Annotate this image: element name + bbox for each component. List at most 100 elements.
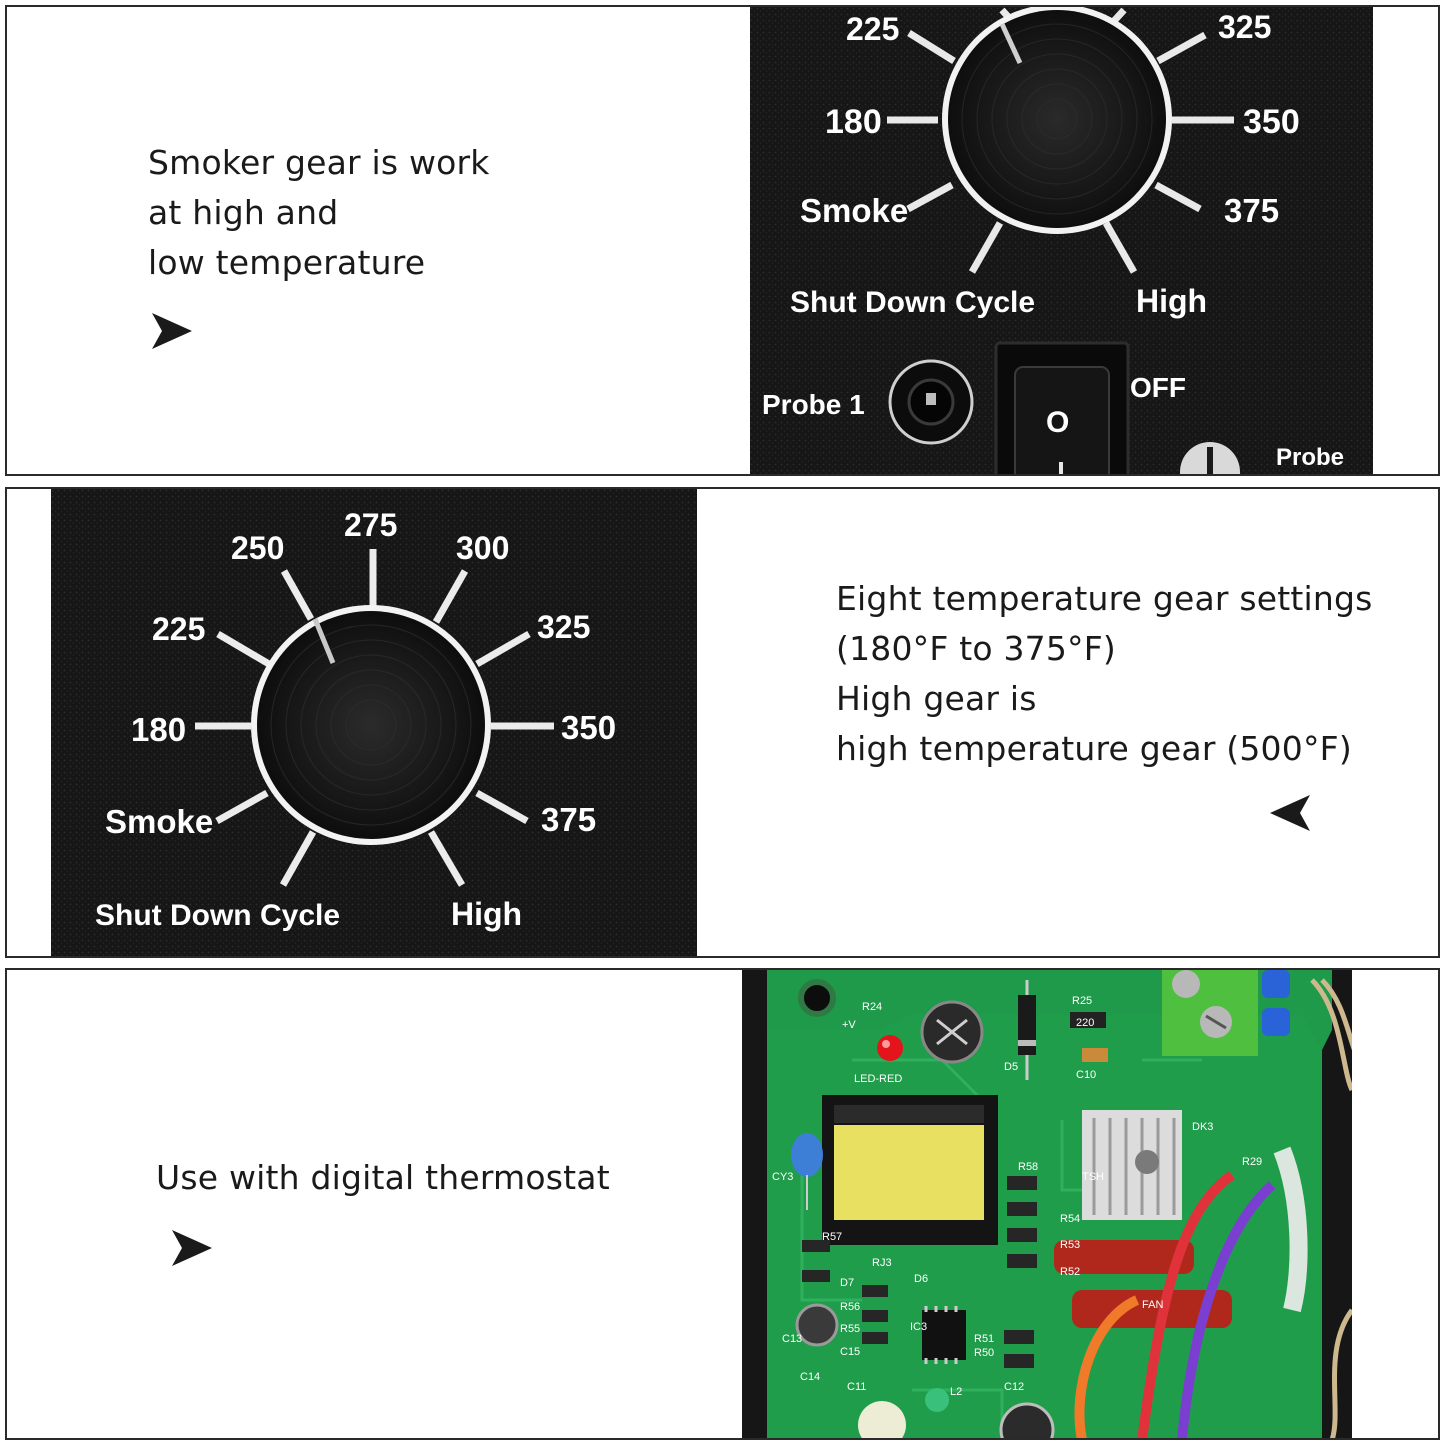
dial-pointer (999, 22, 1023, 65)
caption-gear-settings: Eight temperature gear settings (180°F t… (836, 574, 1373, 774)
caption-line: low temperature (148, 243, 426, 282)
caption-line: High gear is (836, 679, 1037, 718)
pcb-label: R25 (1072, 995, 1092, 1007)
dial-pointer (312, 618, 336, 664)
film-capacitor (1054, 1240, 1194, 1274)
capacitor (795, 1303, 839, 1347)
blue-y-capacitor (791, 1133, 823, 1177)
pcb-label: R56 (840, 1301, 860, 1313)
pcb-label: C11 (847, 1381, 866, 1393)
caption-line: Eight temperature gear settings (836, 579, 1373, 618)
controller-panel-photo-dial: 250 275 300 225 325 180 350 Smoke 375 Sh… (51, 489, 697, 956)
heat-sink (1082, 1110, 1182, 1220)
dial-label-180: 180 (825, 103, 882, 141)
dial-label-smoke: Smoke (800, 192, 908, 229)
caption-line: Smoker gear is work (148, 143, 490, 182)
caption-line: (180°F to 375°F) (836, 629, 1116, 668)
power-rocker-switch[interactable] (1014, 366, 1110, 476)
dial-tick-marks (887, 7, 1234, 274)
caption-digital-thermostat: Use with digital thermostat (156, 1153, 610, 1203)
pcb-label: R51 (974, 1333, 994, 1345)
caption-line: at high and (148, 193, 339, 232)
pcb-label: R53 (1060, 1239, 1080, 1251)
panel-gear-settings: 250 275 300 225 325 180 350 Smoke 375 Sh… (5, 487, 1440, 958)
pcb-label: LED-RED (854, 1073, 902, 1085)
left-arrowhead-icon (1270, 795, 1310, 831)
pcb-label: L2 (950, 1386, 962, 1398)
pcb-label: D5 (1004, 1061, 1018, 1073)
pcb-label: D7 (840, 1277, 854, 1289)
caption-smoker-gear: Smoker gear is work at high and low temp… (148, 138, 490, 288)
pcb-label: D6 (914, 1273, 928, 1285)
dial-label-shutdown: Shut Down Cycle (790, 286, 1035, 319)
pcb-label: R58 (1018, 1161, 1038, 1173)
pcb-label: FAN (1142, 1299, 1163, 1311)
transformer-tape (834, 1125, 984, 1220)
dial-panel-graphic: 250 275 300 225 325 180 350 Smoke 375 Sh… (51, 489, 697, 956)
dial-label-smoke: Smoke (105, 803, 213, 840)
pcb-label: TSH (1082, 1171, 1104, 1183)
red-led (877, 1035, 903, 1061)
pcb-label: RJ3 (872, 1257, 892, 1269)
dial-label-high: High (451, 896, 522, 932)
dial-label-350: 350 (1243, 103, 1300, 141)
pcb-label: +V (842, 1019, 856, 1031)
pcb-label: R57 (822, 1231, 842, 1243)
pcb-label: R54 (1060, 1213, 1080, 1225)
dial-panel-graphic: 225 325 180 350 Smoke 375 Shut Down Cycl… (750, 7, 1373, 476)
off-label: OFF (1130, 372, 1186, 403)
inductor-l2 (925, 1388, 949, 1412)
blue-connector (1262, 970, 1290, 998)
ic-chip (922, 1310, 966, 1360)
right-arrowhead-icon (172, 1230, 212, 1266)
pcb-label: C15 (840, 1346, 860, 1358)
capacitor (999, 1402, 1055, 1438)
dial-label-375: 375 (541, 801, 596, 838)
circuit-board-photo: R24 +V LED-RED R25 220 C10 D5 DK3 CY3 R5… (742, 970, 1352, 1438)
mounting-hole (798, 979, 836, 1017)
pcb-label: R29 (1242, 1156, 1262, 1168)
dial-label-300: 300 (456, 530, 509, 566)
dial-tick-marks (195, 549, 554, 887)
pcb-label: C13 (782, 1333, 802, 1345)
dial-label-225: 225 (152, 611, 205, 647)
dial-label-275: 275 (344, 507, 397, 543)
pcb-label: CY3 (772, 1171, 793, 1183)
probe-select-label: Probe (1276, 444, 1344, 471)
pcb-label: 220 (1076, 1017, 1094, 1029)
dial-knob[interactable] (948, 10, 1166, 228)
dial-label-375: 375 (1224, 192, 1279, 229)
dial-label-225: 225 (846, 11, 899, 47)
dial-label-350: 350 (561, 709, 616, 746)
switch-off-mark: O (1046, 406, 1069, 439)
pcb-label: R24 (862, 1001, 882, 1013)
dial-label-325: 325 (1218, 9, 1271, 45)
blue-connector (1262, 1008, 1290, 1036)
right-arrowhead-icon (152, 313, 192, 349)
red-wire (1137, 1170, 1235, 1438)
pcb-label: IC3 (910, 1321, 927, 1333)
dial-knob[interactable] (257, 611, 485, 839)
dial-label-high: High (1136, 283, 1207, 319)
purple-wire (1177, 1181, 1276, 1438)
controller-panel-photo-top: 225 325 180 350 Smoke 375 Shut Down Cycl… (750, 7, 1373, 476)
probe-1-label: Probe 1 (762, 389, 865, 420)
caption-line: Use with digital thermostat (156, 1158, 610, 1197)
dial-label-180: 180 (131, 711, 186, 748)
pcb-label: DK3 (1192, 1121, 1213, 1133)
circuit-board-graphic: R24 +V LED-RED R25 220 C10 D5 DK3 CY3 R5… (742, 970, 1352, 1438)
pcb-label: C10 (1076, 1069, 1096, 1081)
probe-wire (1310, 978, 1352, 1092)
pcb-label: C14 (800, 1371, 820, 1383)
panel-digital-thermostat: Use with digital thermostat (5, 968, 1440, 1440)
pcb-label: C12 (1004, 1381, 1024, 1393)
dial-label-shutdown: Shut Down Cycle (95, 899, 340, 932)
caption-line: high temperature gear (500°F) (836, 729, 1352, 768)
dial-label-325: 325 (537, 609, 590, 645)
pcb-label: R52 (1060, 1266, 1080, 1278)
panel-smoker-gear: Smoker gear is work at high and low temp… (5, 5, 1440, 476)
pcb-label: R55 (840, 1323, 860, 1335)
dial-label-250: 250 (231, 530, 284, 566)
pcb-label: R50 (974, 1347, 994, 1359)
orange-wire (1074, 1295, 1140, 1438)
